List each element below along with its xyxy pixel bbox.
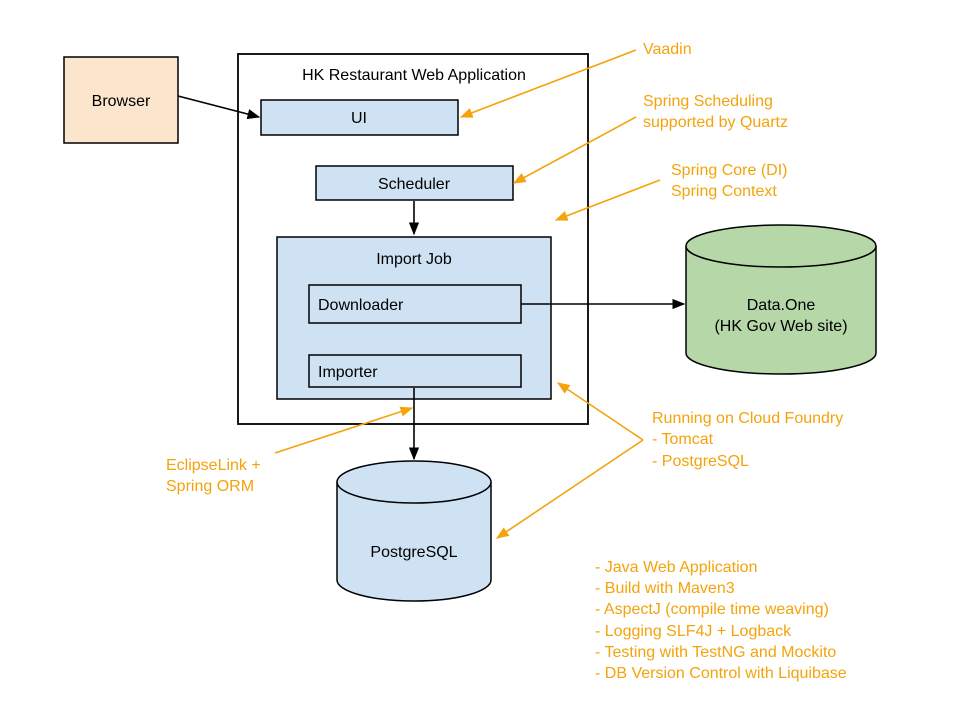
annotation-core-line: Spring Context xyxy=(671,183,777,200)
browser-node: Browser xyxy=(63,56,179,144)
annotation-orm-line: EclipseLink + xyxy=(166,457,261,474)
scheduling-arrow xyxy=(512,116,637,184)
scheduler-component: Scheduler xyxy=(315,165,514,201)
import-job-title: Import Job xyxy=(376,251,452,268)
annotation-arrows xyxy=(274,49,661,539)
feature-list-item: - Logging SLF4J + Logback xyxy=(595,623,792,640)
annotation-cloud-line: Running on Cloud Foundry xyxy=(652,410,843,427)
annotations: Vaadin Spring Scheduling supported by Qu… xyxy=(166,41,847,682)
postgresql-cylinder: PostgreSQL xyxy=(336,460,492,602)
feature-list-item: - DB Version Control with Liquibase xyxy=(595,665,847,682)
importer-component: Importer xyxy=(308,354,522,388)
data-one-cylinder: Data.One (HK Gov Web site) xyxy=(685,224,877,375)
connectors xyxy=(177,95,686,461)
ui-component: UI xyxy=(260,99,459,136)
browser-to-ui-arrow xyxy=(177,95,261,120)
postgresql-label: PostgreSQL xyxy=(370,544,457,561)
core-arrow xyxy=(554,179,661,221)
annotation-orm-line: Spring ORM xyxy=(166,478,254,495)
feature-list-item: - Build with Maven3 xyxy=(595,580,735,597)
web-application-title: HK Restaurant Web Application xyxy=(302,67,526,84)
ui-label: UI xyxy=(351,110,367,127)
browser-label: Browser xyxy=(92,93,151,110)
importer-label: Importer xyxy=(318,364,378,381)
annotation-scheduling-line: supported by Quartz xyxy=(643,114,788,131)
orm-arrow xyxy=(274,406,414,454)
annotation-core-line: Spring Core (DI) xyxy=(671,162,787,179)
annotation-vaadin: Vaadin xyxy=(643,41,692,58)
annotation-cloud-line: - PostgreSQL xyxy=(652,453,749,470)
feature-list-item: - Testing with TestNG and Mockito xyxy=(595,644,836,661)
downloader-label: Downloader xyxy=(318,297,404,314)
vaadin-arrow xyxy=(459,49,637,118)
annotation-scheduling-line: Spring Scheduling xyxy=(643,93,773,110)
feature-list-item: - AspectJ (compile time weaving) xyxy=(595,601,829,618)
downloader-component: Downloader xyxy=(308,284,522,324)
data-one-subtitle: (HK Gov Web site) xyxy=(714,318,847,335)
feature-list-item: - Java Web Application xyxy=(595,559,757,576)
cloud-to-db-arrow xyxy=(495,439,644,539)
cloud-to-app-arrow xyxy=(556,382,644,441)
annotation-cloud-line: - Tomcat xyxy=(652,431,714,448)
data-one-name: Data.One xyxy=(747,297,816,314)
scheduler-label: Scheduler xyxy=(378,176,451,193)
